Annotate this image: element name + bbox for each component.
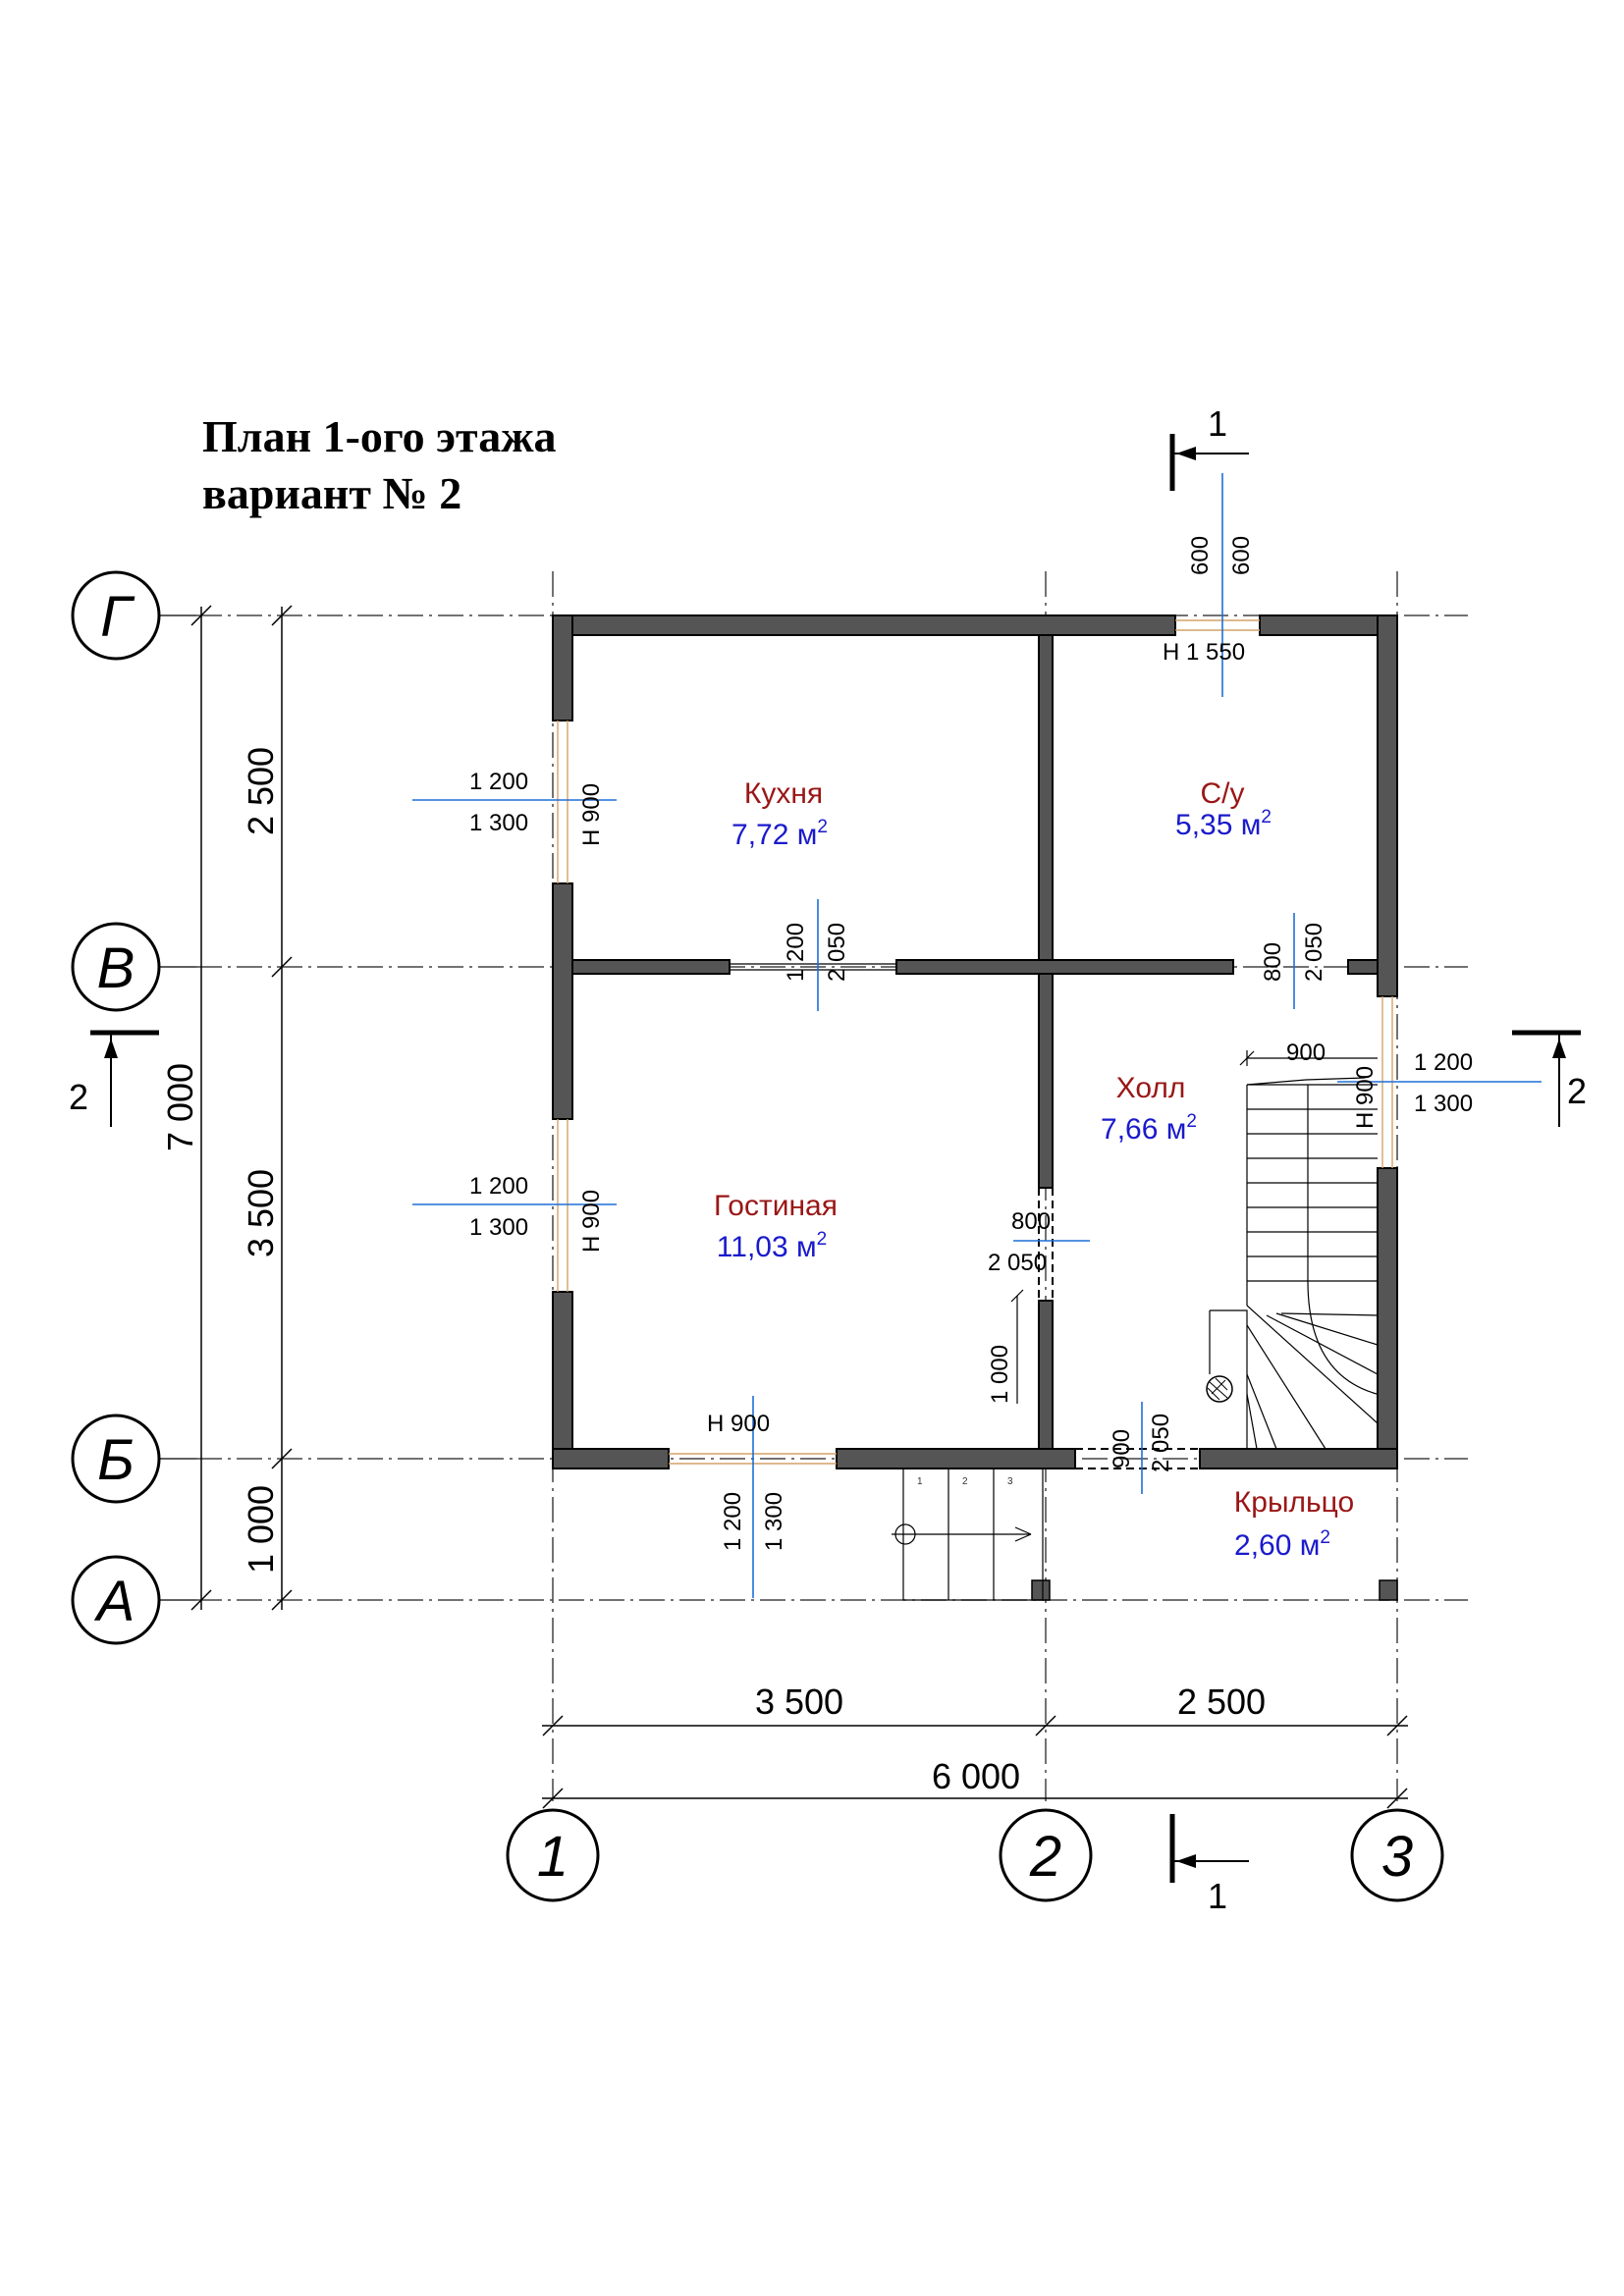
- left-dimensions: 7 000 2 500 3 500 1 000: [160, 605, 293, 1611]
- living-window-left-sill: Н 900: [578, 1190, 605, 1253]
- room-area-hall: 7,66 м2: [1101, 1111, 1197, 1146]
- dim-total-vertical: 7 000: [160, 1063, 200, 1151]
- kitchen-door-width: 1 200: [783, 923, 809, 982]
- section-label-2-right: 2: [1567, 1071, 1587, 1111]
- axis-label-2: 2: [1029, 1825, 1061, 1889]
- dim-b-a: 1 000: [241, 1485, 281, 1574]
- stair-width: 900: [1286, 1040, 1326, 1066]
- dim-total-horizontal: 6 000: [932, 1756, 1020, 1796]
- room-hall: Холл 7,66 м2: [1101, 1072, 1197, 1146]
- living-window-left-height: 1 300: [469, 1214, 528, 1241]
- axis-label-g: Г: [100, 585, 135, 649]
- room-name-living: Гостиная: [714, 1190, 838, 1222]
- living-window-left-width: 1 200: [469, 1173, 528, 1200]
- living-window-bottom-height: 1 300: [761, 1492, 787, 1551]
- axis-label-3: 3: [1381, 1825, 1413, 1889]
- plan-title: План 1-ого этажа: [202, 411, 557, 461]
- plan-subtitle: вариант № 2: [202, 468, 461, 518]
- kitchen-window-sill: Н 900: [578, 783, 605, 846]
- room-area-bathroom: 5,35 м2: [1175, 807, 1272, 841]
- entrance-door-height: 2 050: [1148, 1414, 1174, 1472]
- section-mark-1-top: 1: [1169, 403, 1249, 491]
- bath-window-sill: Н 1 550: [1163, 639, 1245, 666]
- axis-bubble-b: Б: [71, 1414, 161, 1504]
- step-label-3: 3: [1007, 1476, 1013, 1487]
- room-porch: Крыльцо 2,60 м2: [1234, 1486, 1354, 1562]
- room-name-hall: Холл: [1116, 1072, 1186, 1104]
- kitchen-door-height: 2 050: [824, 923, 850, 982]
- step-label-1: 1: [917, 1476, 923, 1487]
- room-area-kitchen: 7,72 м2: [731, 817, 828, 851]
- walls: [552, 614, 1398, 1601]
- axis-bubble-1: 1: [506, 1808, 600, 1902]
- step-label-2: 2: [962, 1476, 968, 1487]
- room-name-bathroom: С/у: [1201, 777, 1245, 810]
- hall-window-sill: Н 900: [1352, 1066, 1379, 1129]
- room-name-porch: Крыльцо: [1234, 1486, 1354, 1519]
- door-swings: [1010, 1188, 1200, 1469]
- room-living: Гостиная 11,03 м2: [714, 1190, 838, 1263]
- section-mark-2-left: 2: [69, 1030, 159, 1127]
- porch-steps: 1 2 3: [892, 1468, 1044, 1601]
- grid-lines: [196, 571, 1468, 1801]
- bath-window-height: 600: [1228, 536, 1255, 575]
- bath-door-height: 2 050: [1301, 923, 1327, 982]
- dim-v-b: 3 500: [241, 1169, 281, 1257]
- bath-door-width: 800: [1260, 942, 1286, 982]
- axis-bubble-g: Г: [71, 570, 161, 661]
- kitchen-window-width: 1 200: [469, 769, 528, 795]
- section-label-1-top: 1: [1208, 403, 1227, 444]
- bottom-dimensions: 3 500 2 500 6 000: [542, 1682, 1408, 1809]
- axis-label-1: 1: [537, 1825, 568, 1889]
- living-window-bottom-sill: Н 900: [707, 1411, 770, 1437]
- room-kitchen: Кухня 7,72 м2: [731, 777, 828, 851]
- living-door-height: 2 050: [988, 1250, 1047, 1276]
- axis-bubble-a: А: [71, 1555, 161, 1645]
- hall-window-height: 1 300: [1414, 1091, 1473, 1117]
- living-window-bottom-width: 1 200: [720, 1492, 746, 1551]
- opening-markers: [412, 473, 1542, 1598]
- section-label-2-left: 2: [69, 1077, 88, 1117]
- room-name-kitchen: Кухня: [744, 777, 823, 810]
- room-area-porch: 2,60 м2: [1234, 1527, 1330, 1562]
- dim-g-v: 2 500: [241, 747, 281, 835]
- axis-label-v: В: [97, 936, 135, 1000]
- entrance-door-width: 900: [1109, 1429, 1135, 1468]
- axis-bubble-v: В: [71, 922, 161, 1012]
- bath-window-width: 600: [1187, 536, 1214, 575]
- partition-dimension: 1 000: [987, 1345, 1013, 1404]
- dim-c2-c3: 2 500: [1177, 1682, 1266, 1722]
- dim-c1-c2: 3 500: [755, 1682, 843, 1722]
- section-label-1-bottom: 1: [1208, 1876, 1227, 1916]
- room-bathroom: С/у 5,35 м2: [1175, 777, 1272, 841]
- axis-label-a: А: [94, 1570, 135, 1633]
- axis-bubble-2: 2: [999, 1808, 1093, 1902]
- kitchen-window-height: 1 300: [469, 810, 528, 836]
- window-glazing: [557, 619, 1393, 1465]
- section-mark-1-bottom: 1: [1169, 1814, 1249, 1916]
- section-mark-2-right: 2: [1512, 1030, 1587, 1127]
- axis-bubble-3: 3: [1350, 1808, 1444, 1902]
- axis-label-b: Б: [97, 1428, 135, 1492]
- hall-window-width: 1 200: [1414, 1049, 1473, 1076]
- staircase: [1206, 1050, 1379, 1450]
- room-area-living: 11,03 м2: [717, 1229, 827, 1263]
- living-door-width: 800: [1011, 1208, 1051, 1235]
